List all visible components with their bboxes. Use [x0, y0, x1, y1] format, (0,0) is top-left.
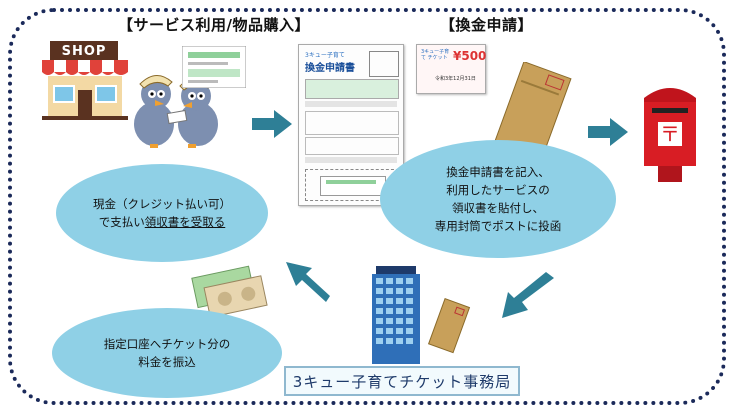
form-stamp-box: [369, 51, 399, 77]
form-title: 換金申請書: [305, 63, 355, 74]
dotted-frame: [8, 8, 726, 405]
bubble-cash-line1: 現金（クレジット払い可）: [93, 197, 231, 211]
post-box-icon: 〒: [644, 88, 696, 182]
bubble-steps-line4: 専用封筒でポストに投函: [434, 219, 562, 233]
bubble-steps-line1: 換金申請書を記入、: [446, 165, 550, 179]
envelope-small-icon: [428, 298, 471, 354]
header-exchange-application: 【換金申請】: [440, 16, 534, 34]
svg-text:〒: 〒: [660, 122, 680, 146]
arrow-left: [286, 262, 330, 302]
bubble-cash-payment: 現金（クレジット払い可） で支払い領収書を受取る: [56, 164, 268, 262]
arrow-down-left: [502, 272, 554, 318]
bubble-cash-line2-underlined: 領収書を受取る: [144, 215, 226, 229]
envelope-icon: [493, 62, 572, 158]
bubble-application-steps: 換金申請書を記入、 利用したサービスの 領収書を貼付し、 専用封筒でポストに投函: [380, 140, 616, 258]
ticket-logo: 3キュー子育て チケット: [421, 49, 450, 61]
money-bills-icon: [191, 265, 268, 318]
ticket-expiry: 令和3年12月31日: [435, 76, 476, 82]
bubble-transfer-line2: 料金を振込: [138, 355, 196, 369]
form-field: [305, 79, 399, 99]
bubble-transfer-line1: 指定口座へチケット分の: [103, 337, 231, 351]
bubble-cash-line2: で支払い: [98, 215, 145, 229]
bubble-transfer: 指定口座へチケット分の 料金を振込: [52, 308, 282, 398]
ticket-amount: ¥500: [453, 49, 487, 63]
form-small-logo: 3キュー子育て: [305, 52, 345, 59]
form-notes-box-2: [305, 137, 399, 155]
office-building-icon: [372, 266, 420, 364]
form-line: [305, 101, 397, 107]
shop-sign: SHOP: [50, 41, 118, 61]
office-label: 3キュー子育てチケット事務局: [284, 366, 520, 396]
ticket-image: 3キュー子育て チケット ¥500 令和3年12月31日: [416, 44, 486, 94]
arrow-right-2: [588, 118, 628, 146]
bubble-steps-line3: 領収書を貼付し、: [452, 201, 544, 215]
characters-paying-icon: [134, 75, 218, 148]
header-service-purchase: 【サービス利用/物品購入】: [118, 16, 310, 34]
bubble-steps-line2: 利用したサービスの: [446, 183, 550, 197]
receipt-ticket-icon: [182, 46, 246, 88]
form-notes-box: [305, 111, 399, 135]
arrow-right-1: [252, 110, 292, 138]
form-line-2: [305, 157, 397, 163]
